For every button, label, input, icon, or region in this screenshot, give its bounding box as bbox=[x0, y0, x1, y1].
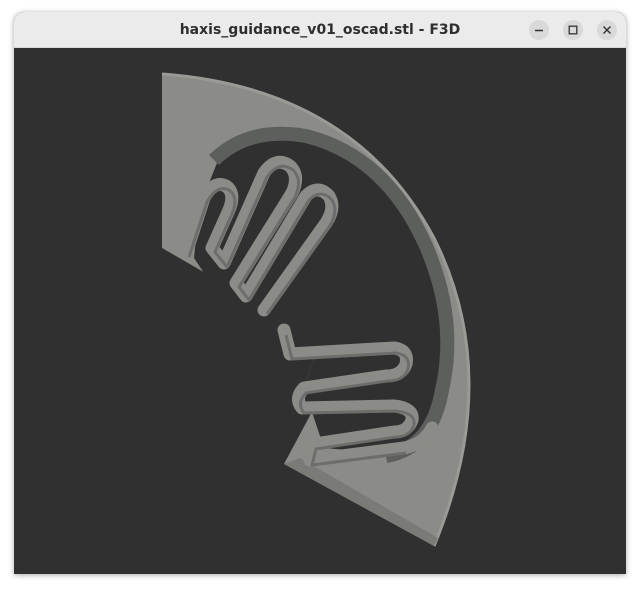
stl-model-render bbox=[161, 72, 471, 547]
model-cut-face bbox=[284, 458, 438, 546]
title-bar[interactable]: haxis_guidance_v01_oscad.stl - F3D bbox=[14, 12, 626, 48]
window-title: haxis_guidance_v01_oscad.stl - F3D bbox=[179, 22, 461, 38]
maximize-button[interactable] bbox=[563, 20, 583, 40]
model-lower-flexure bbox=[277, 323, 439, 467]
model-edge bbox=[161, 72, 471, 547]
app-window: haxis_guidance_v01_oscad.stl - F3D bbox=[14, 12, 626, 574]
close-button[interactable] bbox=[597, 20, 617, 40]
model-upper-flexure-shadow bbox=[187, 164, 337, 315]
close-icon bbox=[603, 26, 611, 34]
3d-viewport[interactable] bbox=[14, 48, 626, 574]
maximize-icon bbox=[568, 25, 578, 35]
model-lower-flexure-shadow bbox=[284, 334, 416, 467]
minimize-icon bbox=[535, 29, 543, 32]
minimize-button[interactable] bbox=[529, 20, 549, 40]
model-inner-wall bbox=[209, 126, 455, 463]
